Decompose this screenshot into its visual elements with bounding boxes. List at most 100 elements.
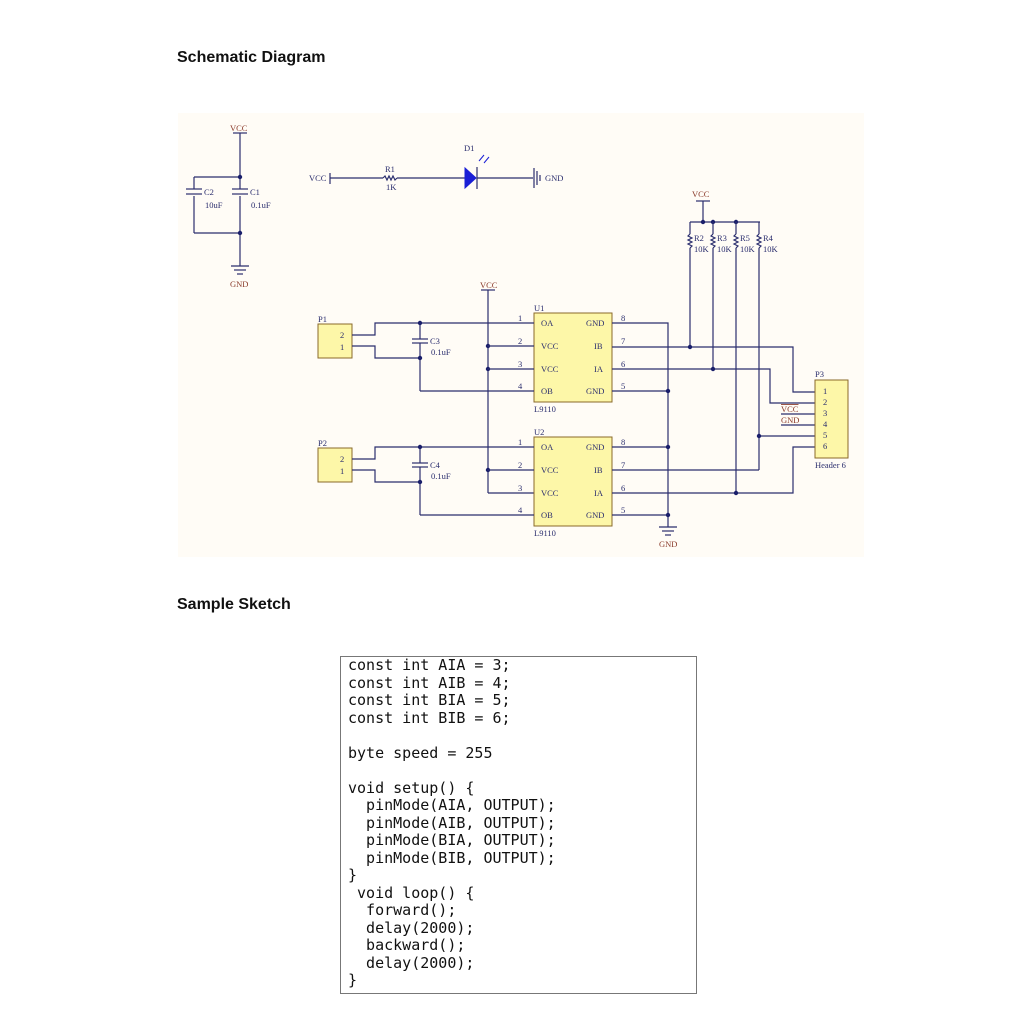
schematic-label: VCC bbox=[541, 364, 559, 374]
r5-ref: R5 bbox=[740, 233, 750, 243]
schematic-label: VCC bbox=[541, 341, 559, 351]
vcc-label: VCC bbox=[309, 173, 327, 183]
code-block: const int AIA = 3;const int AIB = 4;cons… bbox=[340, 656, 697, 994]
wire bbox=[732, 233, 740, 249]
component-body bbox=[533, 312, 613, 403]
connector-p2: P2 2 1 C4 0.1uF bbox=[317, 438, 451, 515]
schematic-label: 5 bbox=[621, 381, 625, 391]
schematic-label: 2 bbox=[518, 336, 522, 346]
led-circuit: VCC R1 1K D1 GND bbox=[309, 143, 563, 192]
junction-dot bbox=[665, 388, 671, 394]
schematic-heading: Schematic Diagram bbox=[177, 49, 326, 66]
signal-wiring: GND VCC GND bbox=[612, 322, 815, 549]
resistor-r5-icon bbox=[732, 222, 740, 493]
schematic-label: GND bbox=[586, 386, 604, 396]
junction-dot bbox=[687, 344, 693, 350]
component-body bbox=[317, 447, 353, 483]
schematic-label: 7 bbox=[621, 460, 625, 470]
code-line: void loop() { bbox=[348, 883, 475, 902]
r3-ref: R3 bbox=[717, 233, 727, 243]
led-d1-icon bbox=[464, 154, 490, 190]
schematic-label: 2 bbox=[340, 330, 344, 340]
capacitor-c1: C1 0.1uF bbox=[232, 187, 271, 210]
u2-part: L9110 bbox=[534, 528, 556, 538]
r1-value: 1K bbox=[386, 182, 397, 192]
power-decoupling-group: VCC C2 10uF C1 0.1uF GND bbox=[186, 123, 271, 289]
junction-dot bbox=[710, 366, 716, 372]
component-body bbox=[814, 379, 849, 459]
r2-value: 10K bbox=[694, 244, 710, 254]
code-line bbox=[348, 762, 696, 780]
r5-value: 10K bbox=[740, 244, 756, 254]
r4-ref: R4 bbox=[763, 233, 774, 243]
junction-dot bbox=[700, 219, 706, 225]
schematic-label: 2 bbox=[340, 454, 344, 464]
chip-u1: U1 L9110 1 2 3 4 OA VCC VCC OB GND IB IA… bbox=[420, 303, 625, 414]
c1-ref: C1 bbox=[250, 187, 260, 197]
junction-dot bbox=[417, 479, 423, 485]
connector-p1: P1 2 1 C3 0.1uF bbox=[317, 314, 451, 391]
junction-dot bbox=[665, 512, 671, 518]
wire bbox=[709, 233, 717, 249]
schematic-label: 5 bbox=[823, 430, 827, 440]
connector-p3-header: P3 1 2 3 4 5 6 Header 6 bbox=[814, 369, 849, 470]
component-body bbox=[317, 323, 353, 359]
code-line bbox=[348, 727, 696, 745]
schematic-label: 1 bbox=[340, 342, 344, 352]
code-line: const int AIB = 4; bbox=[348, 673, 511, 692]
r1-ref: R1 bbox=[385, 164, 395, 174]
vcc-label: VCC bbox=[230, 123, 248, 133]
c3-value: 0.1uF bbox=[431, 347, 451, 357]
schematic-label: 8 bbox=[621, 313, 625, 323]
pullup-resistors: VCC R2 10K R3 10K R5 10K R4 10K bbox=[686, 189, 779, 493]
wire bbox=[352, 322, 420, 336]
wire bbox=[686, 233, 694, 249]
r2-ref: R2 bbox=[694, 233, 704, 243]
junction-dot bbox=[237, 174, 243, 180]
d1-ref: D1 bbox=[464, 143, 474, 153]
resistor-r2-icon bbox=[686, 222, 694, 347]
resistor-r4-icon bbox=[755, 222, 763, 470]
junction-dot bbox=[756, 433, 762, 439]
code-line: const int BIA = 5; bbox=[348, 691, 511, 709]
schematic-label: OA bbox=[541, 442, 554, 452]
wire bbox=[352, 345, 420, 359]
code-line: } bbox=[348, 971, 358, 989]
wire bbox=[382, 174, 398, 182]
junction-dot bbox=[665, 444, 671, 450]
u2-ref: U2 bbox=[534, 427, 544, 437]
code-line: const int BIB = 6; bbox=[348, 708, 511, 727]
schematic-label: GND bbox=[586, 510, 604, 520]
junction-dot bbox=[733, 490, 739, 496]
c3-ref: C3 bbox=[430, 336, 440, 346]
code-line: delay(2000); bbox=[348, 918, 475, 937]
resistor-r3-icon bbox=[709, 222, 717, 369]
code-line: void setup() { bbox=[348, 778, 475, 797]
wire bbox=[483, 156, 490, 164]
schematic-label: 1 bbox=[340, 466, 344, 476]
schematic-label: VCC bbox=[541, 488, 559, 498]
wire bbox=[478, 154, 485, 162]
chip-u2: U2 L9110 1 2 3 4 OA VCC VCC OB GND IB IA… bbox=[420, 427, 625, 538]
gnd-label: GND bbox=[545, 173, 563, 183]
schematic-label: IB bbox=[594, 465, 603, 475]
c1-value: 0.1uF bbox=[251, 200, 271, 210]
code-line: pinMode(BIB, OUTPUT); bbox=[348, 848, 556, 867]
wire bbox=[612, 346, 815, 393]
code-listing: const int AIA = 3;const int AIB = 4;cons… bbox=[341, 656, 696, 990]
schematic-label: 2 bbox=[518, 460, 522, 470]
schematic-label: 1 bbox=[518, 437, 522, 447]
u1-part: L9110 bbox=[534, 404, 556, 414]
c4-value: 0.1uF bbox=[431, 471, 451, 481]
code-line: forward(); bbox=[348, 901, 457, 919]
schematic-label: 2 bbox=[823, 397, 827, 407]
junction-dot bbox=[417, 444, 423, 450]
code-line: const int AIA = 3; bbox=[348, 656, 511, 674]
capacitor-c2: C2 10uF bbox=[186, 187, 223, 210]
schematic-label: OA bbox=[541, 318, 554, 328]
resistor-r1-icon bbox=[382, 174, 398, 182]
schematic-diagram: VCC C2 10uF C1 0.1uF GND VCC bbox=[178, 113, 864, 557]
c2-value: 10uF bbox=[205, 200, 223, 210]
component-body bbox=[533, 436, 613, 527]
code-line: pinMode(BIA, OUTPUT); bbox=[348, 831, 556, 849]
